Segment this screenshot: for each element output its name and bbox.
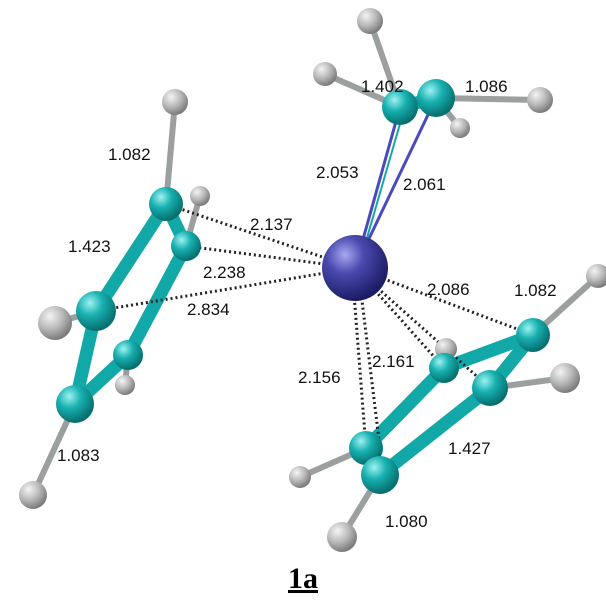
label-ethylene-cc: 1.402: [361, 77, 404, 96]
label-right-contact-2: 2.161: [372, 352, 415, 371]
label-right-ch-top: 1.082: [514, 281, 557, 300]
label-right-ch-bottom: 1.080: [385, 512, 428, 531]
carbon-atoms: [56, 79, 550, 494]
label-left-ch-top: 1.082: [108, 145, 151, 164]
metal-atom: [322, 235, 388, 301]
label-contact-2: 2.238: [203, 263, 246, 282]
label-contact-3: 2.834: [187, 300, 230, 319]
label-metal-c2: 2.061: [403, 175, 446, 194]
label-metal-c1: 2.053: [316, 163, 359, 182]
label-right-contact: 2.086: [427, 280, 470, 299]
label-right-cc: 1.427: [448, 439, 491, 458]
label-right-contact-3: 2.156: [298, 368, 341, 387]
label-contact-1: 2.137: [250, 215, 293, 234]
hydrogen-atoms: [19, 8, 606, 552]
label-left-cc: 1.423: [68, 237, 111, 256]
distance-labels: 1.402 1.086 2.053 2.061 1.082 1.423 2.13…: [57, 77, 557, 531]
label-ethylene-ch: 1.086: [465, 77, 508, 96]
figure-caption: 1a: [288, 562, 318, 595]
label-left-ch-bottom: 1.083: [57, 446, 100, 465]
